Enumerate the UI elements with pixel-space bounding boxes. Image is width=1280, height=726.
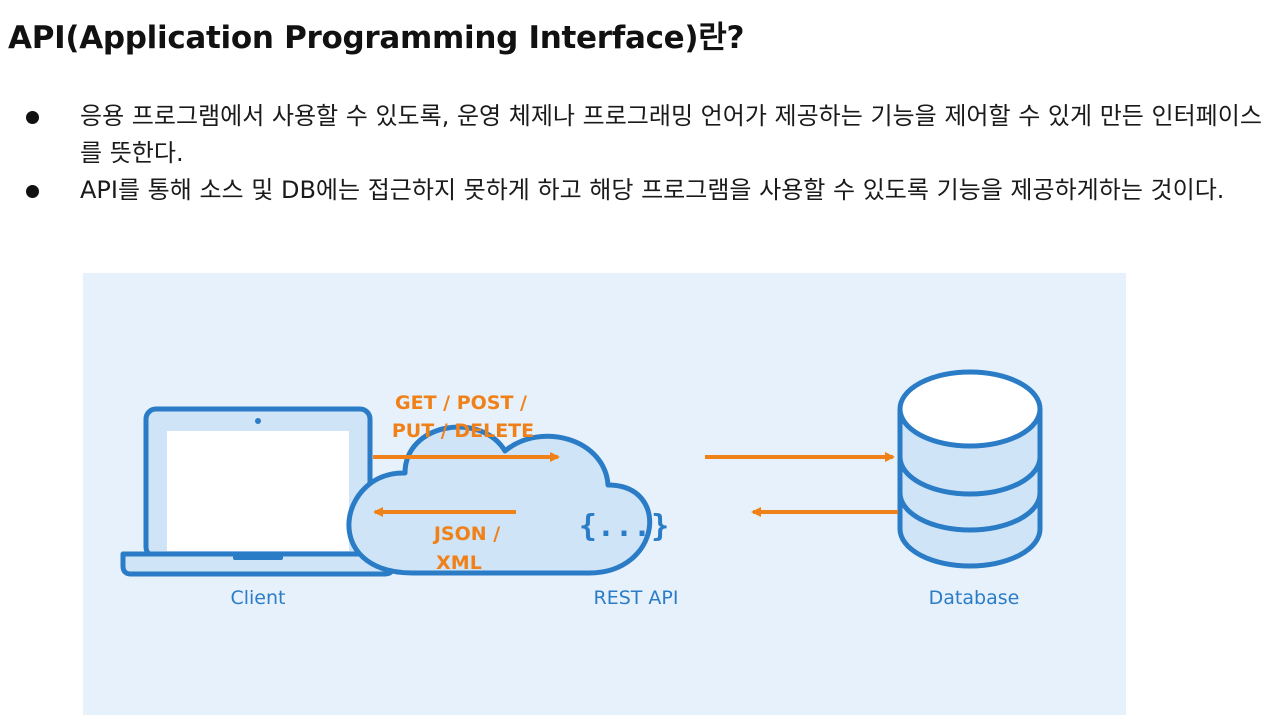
request-methods-label: GET / POST /: [395, 392, 527, 414]
request-methods-label: PUT / DELETE: [392, 420, 534, 442]
cloud-icon: [346, 424, 653, 576]
bullet-text: 응용 프로그램에서 사용할 수 있도록, 운영 체제나 프로그래밍 언어가 제공…: [80, 102, 1262, 167]
page-title: API(Application Programming Interface)란?: [8, 20, 745, 56]
database-icon: [897, 369, 1043, 569]
code-braces-label: {...}: [579, 509, 669, 544]
laptop-icon: [120, 406, 396, 577]
api-diagram-canvas: {...} GET / POST / PUT / DELETE JSON / X…: [120, 369, 1043, 609]
bullet-list: 응용 프로그램에서 사용할 수 있도록, 운영 체제나 프로그래밍 언어가 제공…: [26, 98, 1276, 209]
database-label: Database: [929, 587, 1020, 609]
rest-api-label: REST API: [594, 587, 679, 609]
bullet-item: API를 통해 소스 및 DB에는 접근하지 못하게 하고 해당 프로그램을 사…: [26, 172, 1276, 209]
client-label: Client: [230, 587, 285, 609]
response-format-label: XML: [436, 552, 482, 574]
api-diagram: {...} GET / POST / PUT / DELETE JSON / X…: [83, 273, 1126, 715]
bullet-item: 응용 프로그램에서 사용할 수 있도록, 운영 체제나 프로그래밍 언어가 제공…: [26, 98, 1276, 172]
bullet-text: API를 통해 소스 및 DB에는 접근하지 못하게 하고 해당 프로그램을 사…: [80, 176, 1225, 204]
bullet-dot-icon: [26, 185, 39, 198]
bullet-dot-icon: [26, 111, 39, 124]
response-format-label: JSON /: [432, 523, 500, 545]
